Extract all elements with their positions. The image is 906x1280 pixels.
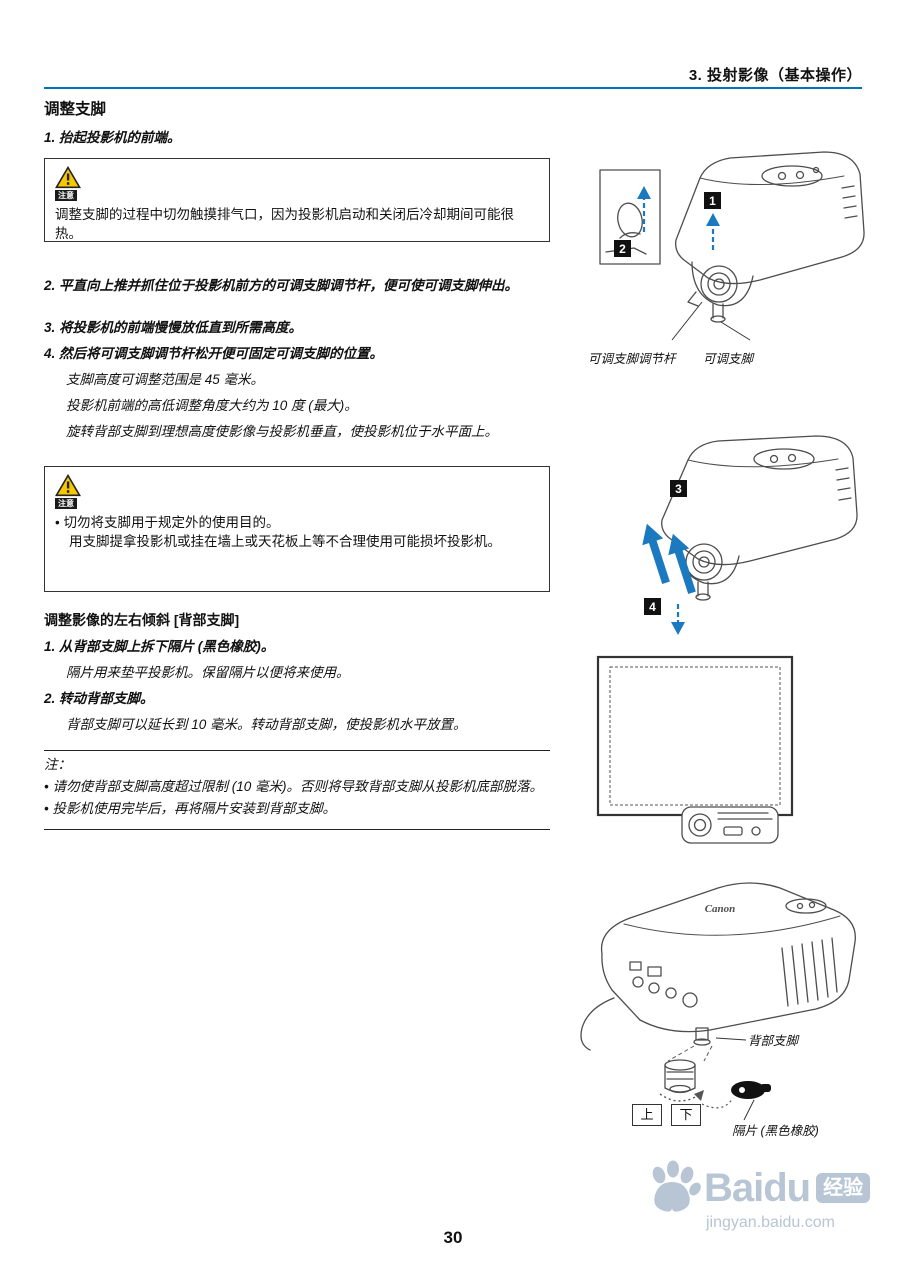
warning-triangle-icon bbox=[55, 166, 81, 189]
section-2-title: 调整影像的左右倾斜 [背部支脚] bbox=[44, 612, 240, 628]
foot-lever bbox=[687, 291, 699, 307]
caution-2-detail: 用支脚提拿投影机或挂在墙上或天花板上等不合理使用可能损坏投影机。 bbox=[69, 534, 501, 549]
projector-front-illustration: 3 4 bbox=[642, 435, 858, 635]
up-arrow-icon bbox=[642, 523, 670, 584]
step-marker-4: 4 bbox=[644, 598, 661, 615]
figure-screen bbox=[596, 655, 802, 849]
figure-lower-front: 3 4 bbox=[592, 428, 876, 638]
rotate-arrow-icon bbox=[659, 1093, 701, 1102]
label-adjustable-foot-lever: 可调支脚调节杆 bbox=[588, 352, 676, 366]
figure-rear-foot: Canon 背部支脚 上 下 隔片 (黑色橡胶) bbox=[568, 858, 874, 1150]
caution-box-2: 注意 • 切勿将支脚用于规定外的使用目的。 用支脚提拿投影机或挂在墙上或天花板上… bbox=[44, 466, 550, 592]
svg-text:1: 1 bbox=[709, 194, 716, 208]
watermark-badge: 经验 bbox=[816, 1173, 871, 1203]
projector-rear-illustration: Canon bbox=[580, 882, 856, 1121]
small-projector bbox=[681, 806, 779, 844]
header-rule bbox=[44, 87, 862, 89]
paragraph-tilt-angle: 投影机前端的高低调整角度大约为 10 度 (最大)。 bbox=[66, 398, 358, 413]
leader-line bbox=[743, 1099, 755, 1121]
direction-up-box: 上 bbox=[632, 1104, 662, 1126]
leader-line bbox=[715, 1037, 747, 1041]
up-arrow-icon bbox=[637, 186, 651, 232]
rear-foot-detail bbox=[664, 1059, 696, 1094]
baidu-jingyan-watermark: Baidu 经验 jingyan.baidu.com bbox=[644, 1160, 880, 1240]
page-number: 30 bbox=[443, 1228, 463, 1247]
caution-warning-icon: 注意 bbox=[55, 166, 85, 201]
brand-logo-text: Canon bbox=[705, 903, 736, 915]
up-arrow-icon bbox=[706, 213, 720, 250]
figure-lift-front: 1 2 可调支脚调节杆 可调支脚 bbox=[588, 142, 878, 372]
screen-image-area bbox=[609, 666, 781, 806]
section-2-step-2: 2. 转动背部支脚。 bbox=[44, 691, 154, 706]
note-label: 注： bbox=[44, 757, 71, 772]
caution-box-1: 注意 调整支脚的过程中切勿触摸排气口，因为投影机启动和关闭后冷却期间可能很热。 bbox=[44, 158, 550, 242]
step-2: 2. 平直向上推并抓住位于投影机前方的可调支脚调节杆，便可使可调支脚伸出。 bbox=[44, 278, 519, 293]
caution-icon-label: 注意 bbox=[55, 190, 77, 201]
screen bbox=[596, 655, 794, 817]
step-marker-1: 1 bbox=[704, 192, 721, 209]
watermark-url: jingyan.baidu.com bbox=[706, 1214, 835, 1231]
warning-triangle-icon bbox=[55, 474, 81, 497]
caution-icon-label: 注意 bbox=[55, 498, 77, 509]
projector-body bbox=[580, 882, 856, 1051]
step-marker-2: 2 bbox=[614, 240, 631, 257]
step-3: 3. 将投影机的前端慢慢放低直到所需高度。 bbox=[44, 320, 303, 335]
paragraph-rear-foot: 旋转背部支脚到理想高度使影像与投影机垂直，使投影机位于水平面上。 bbox=[66, 424, 498, 439]
page-title: 调整支脚 bbox=[44, 101, 107, 118]
caution-1-text: 调整支脚的过程中切勿触摸排气口，因为投影机启动和关闭后冷却期间可能很热。 bbox=[55, 207, 514, 241]
step-1: 1. 抬起投影机的前端。 bbox=[44, 130, 181, 145]
lens bbox=[700, 265, 738, 303]
adjustable-foot bbox=[695, 593, 711, 601]
baidu-paw-icon bbox=[652, 1160, 701, 1212]
leader-line bbox=[671, 301, 703, 341]
up-arrow-icon bbox=[668, 533, 696, 594]
projector-front-illustration: 1 2 bbox=[599, 151, 865, 341]
down-arrow-icon bbox=[671, 604, 685, 635]
step-marker-3: 3 bbox=[670, 480, 687, 497]
note-block: 注： • 请勿使背部支脚高度超过限制 (10 毫米)。否则将导致背部支脚从投影机… bbox=[44, 750, 550, 830]
note-item: • 请勿使背部支脚高度超过限制 (10 毫米)。否则将导致背部支脚从投影机底部脱… bbox=[44, 779, 543, 794]
section-2-step-1-detail: 隔片用来垫平投影机。保留隔片以便将来使用。 bbox=[66, 665, 350, 680]
projector-body bbox=[661, 435, 858, 601]
section-2-step-2-detail: 背部支脚可以延长到 10 毫米。转动背部支脚，使投影机水平放置。 bbox=[66, 717, 467, 732]
leader-line bbox=[720, 321, 751, 341]
zoom-guide-lines bbox=[667, 1045, 713, 1062]
caution-warning-icon: 注意 bbox=[55, 474, 85, 509]
caution-2-bullet: • 切勿将支脚用于规定外的使用目的。 bbox=[55, 515, 280, 530]
paragraph-foot-range: 支脚高度可调整范围是 45 毫米。 bbox=[66, 372, 265, 387]
label-spacer: 隔片 (黑色橡胶) bbox=[732, 1124, 819, 1138]
direction-down-box: 下 bbox=[671, 1104, 701, 1126]
svg-text:3: 3 bbox=[675, 482, 682, 496]
spacer-black-rubber bbox=[701, 1081, 771, 1109]
watermark-brand-text: Baidu bbox=[704, 1166, 811, 1210]
label-adjustable-foot: 可调支脚 bbox=[703, 352, 754, 366]
projector-body bbox=[675, 151, 865, 323]
note-item: • 投影机使用完毕后，再将隔片安装到背部支脚。 bbox=[44, 801, 336, 816]
svg-text:2: 2 bbox=[619, 242, 626, 256]
step-4: 4. 然后将可调支脚调节杆松开便可固定可调支脚的位置。 bbox=[44, 346, 384, 361]
label-rear-foot: 背部支脚 bbox=[748, 1034, 799, 1048]
section-2-step-1: 1. 从背部支脚上拆下隔片 (黑色橡胶)。 bbox=[44, 639, 275, 654]
adjustable-foot bbox=[710, 315, 726, 323]
rotate-arrow-head bbox=[694, 1090, 704, 1101]
svg-text:4: 4 bbox=[649, 600, 656, 614]
screen-illustration bbox=[596, 655, 794, 844]
page-header-section-title: 3. 投射影像（基本操作） bbox=[688, 67, 862, 84]
